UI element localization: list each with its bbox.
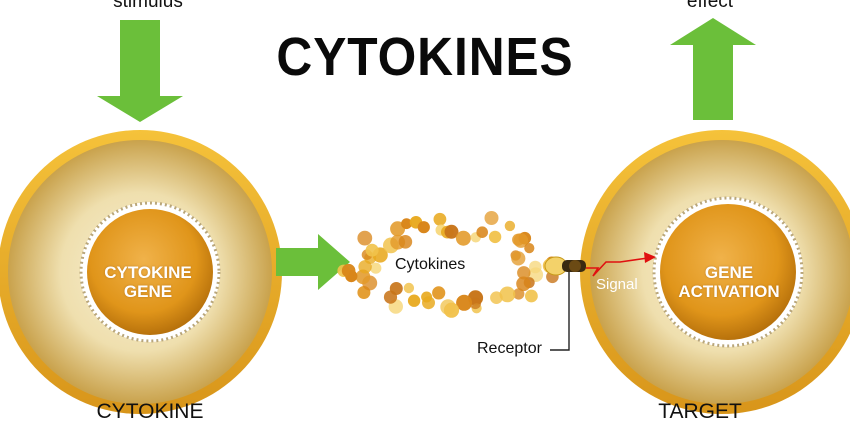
left-nucleus-label: CYTOKINE GENE: [88, 263, 208, 301]
cytokines-label: Cytokines: [395, 256, 466, 273]
cytokine-particle: [484, 211, 499, 225]
left-nucleus-line-1: CYTOKINE: [104, 263, 192, 282]
cytokine-particle: [432, 286, 446, 300]
cytokine-particle: [389, 282, 403, 295]
effect-label: effect: [686, 0, 734, 12]
cytokine-particle: [341, 263, 356, 278]
cytokine-particle: [365, 243, 379, 257]
target-cell: [580, 130, 850, 414]
cytokine-particle: [443, 302, 460, 318]
stimulus-arrow: [97, 20, 183, 122]
cytokine-particle: [488, 230, 502, 244]
cytokine-particle: [524, 243, 535, 254]
cytokine-particle: [469, 297, 482, 310]
cytokine-particle: [490, 291, 503, 305]
cytokine-particle: [370, 262, 382, 274]
cytokine-particle: [421, 291, 433, 303]
stimulus-label: stimulus: [113, 0, 183, 12]
cytokine-particle: [504, 220, 516, 232]
cytokine-cell: [0, 130, 282, 414]
secretion-arrow: [276, 234, 350, 290]
right-nuclear-pores: [652, 196, 804, 348]
receptor-knob: [569, 260, 581, 272]
signal-arrow-head: [644, 252, 656, 263]
cytokine-particle: [525, 289, 538, 303]
target-cell-label: TARGET: [658, 400, 742, 423]
cytokine-particle: [417, 221, 430, 234]
left-nuclear-pores: [79, 201, 221, 343]
cytokine-particle: [455, 230, 471, 246]
cytokine-particle: [511, 251, 526, 266]
cytokine-particle: [398, 235, 413, 249]
right-nucleus-line-1: GENE: [704, 263, 754, 282]
receptor-label: Receptor: [477, 340, 542, 357]
cytokine-particle: [357, 230, 373, 246]
cytokine-particle: [499, 286, 516, 303]
right-nucleus: [660, 204, 796, 340]
cytokine-cell-label: CYTOKINE: [96, 400, 204, 423]
left-nucleus-line-2: GENE: [123, 282, 173, 301]
page-title: CYTOKINES: [276, 27, 574, 87]
receptor-pointer-line: [550, 272, 570, 351]
cytokine-particle: [444, 224, 459, 239]
effect-arrow: [670, 18, 756, 120]
cytokine-particle: [513, 233, 529, 248]
left-nucleus: [87, 209, 213, 335]
cytokine-particle: [456, 294, 473, 311]
signal-arrow: [586, 257, 649, 277]
cytokine-particle: [513, 288, 525, 300]
cytokine-particle: [433, 212, 447, 226]
cytokine-particle: [403, 282, 415, 294]
cytokine-particle: [476, 226, 489, 238]
right-nucleus-label: GENE ACTIVATION: [664, 263, 794, 301]
cytokine-particle: [407, 294, 421, 307]
right-nucleus-line-2: ACTIVATION: [678, 282, 780, 301]
cytokine-particle: [516, 276, 531, 292]
receptor: [544, 256, 586, 276]
cytokine-particle: [401, 218, 412, 230]
signal-label: Signal: [596, 276, 638, 293]
cytokine-particle: [517, 266, 531, 280]
